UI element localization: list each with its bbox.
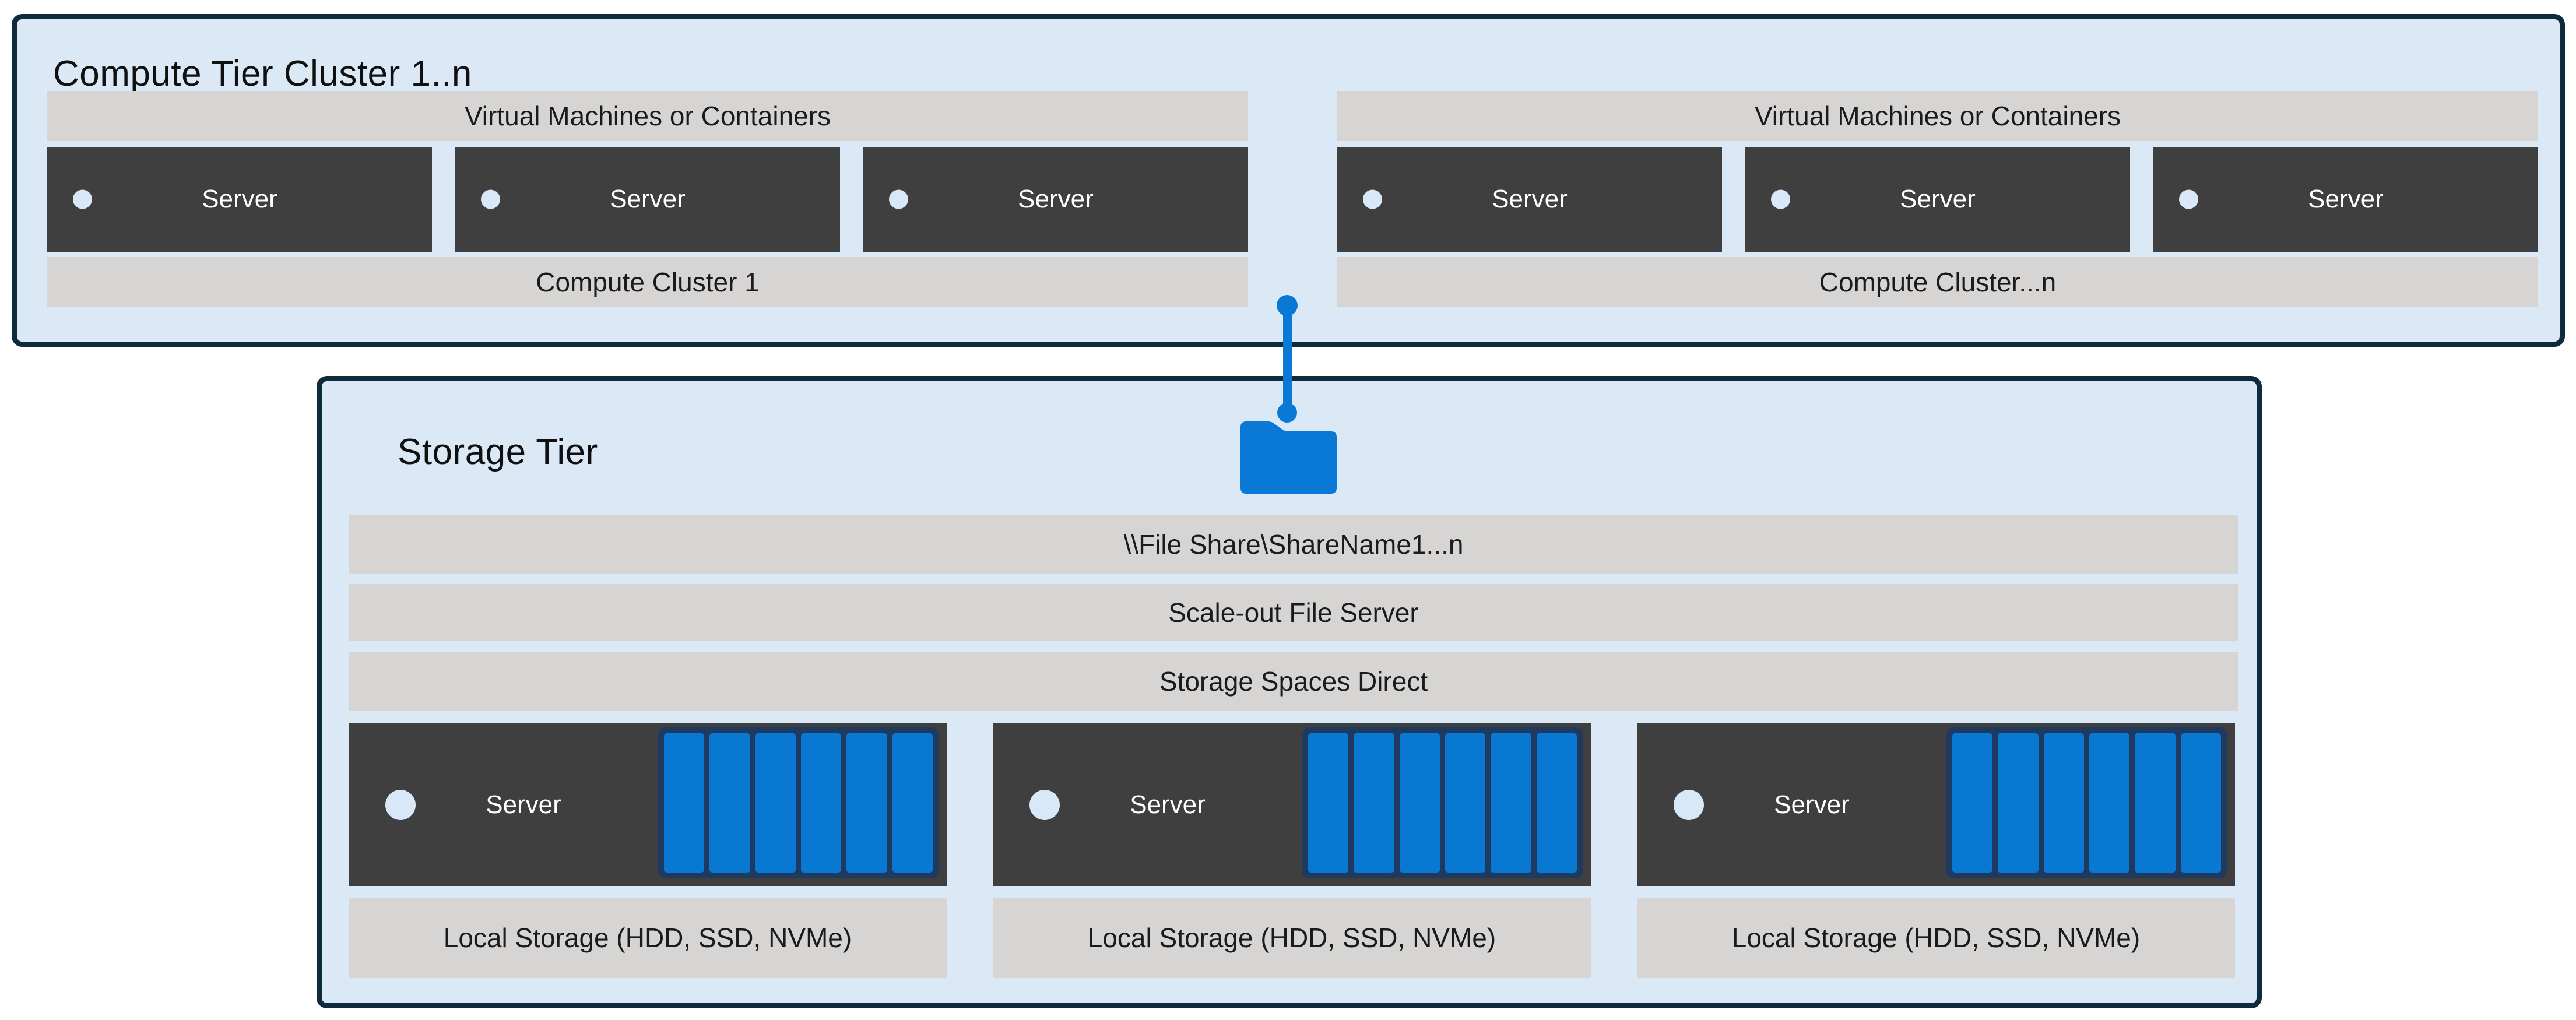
- compute-cluster-n-bar: Compute Cluster...n: [1337, 257, 2538, 307]
- connector-dot-top: [1277, 295, 1298, 316]
- storage-server-box: Server: [1637, 723, 2235, 886]
- server-box: Server: [2153, 147, 2538, 252]
- server-label: Server: [1492, 185, 1568, 213]
- storage-spaces-direct-bar: Storage Spaces Direct: [349, 652, 2238, 711]
- server-box: Server: [863, 147, 1248, 252]
- disk: [2135, 733, 2176, 873]
- disk: [1998, 733, 2039, 873]
- server-dot-icon: [1029, 789, 1060, 820]
- disk: [1354, 733, 1394, 873]
- disk: [755, 733, 796, 873]
- compute-cluster-1: Virtual Machines or Containers Server Se…: [47, 91, 1248, 307]
- server-label: Server: [2308, 185, 2384, 213]
- server-dot-icon: [2179, 189, 2198, 209]
- local-storage-bar: Local Storage (HDD, SSD, NVMe): [993, 898, 1591, 978]
- storage-server-box: Server: [993, 723, 1591, 886]
- disk: [2043, 733, 2084, 873]
- server-row: Server Server Server: [47, 147, 1248, 252]
- disk-array-icon: [658, 727, 939, 878]
- disk: [664, 733, 705, 873]
- local-storage-bar: Local Storage (HDD, SSD, NVMe): [349, 898, 947, 978]
- disk: [709, 733, 750, 873]
- disk-array-icon: [1302, 727, 1583, 878]
- server-dot-icon: [481, 189, 500, 209]
- connector-line: [1283, 305, 1292, 414]
- server-box: Server: [1337, 147, 1722, 252]
- server-dot-icon: [1363, 189, 1382, 209]
- disk: [1399, 733, 1440, 873]
- server-dot-icon: [385, 789, 416, 820]
- local-storage-bar: Local Storage (HDD, SSD, NVMe): [1637, 898, 2235, 978]
- vm-containers-bar: Virtual Machines or Containers: [1337, 91, 2538, 141]
- storage-server-box: Server: [349, 723, 947, 886]
- server-dot-icon: [1771, 189, 1790, 209]
- server-box: Server: [47, 147, 432, 252]
- server-label: Server: [1130, 790, 1206, 819]
- server-label: Server: [610, 185, 686, 213]
- disk: [800, 733, 842, 873]
- server-label: Server: [1018, 185, 1094, 213]
- disk: [1952, 733, 1993, 873]
- server-label: Server: [1774, 790, 1850, 819]
- disk: [2180, 733, 2221, 873]
- server-label: Server: [486, 790, 561, 819]
- disk: [846, 733, 887, 873]
- folder-icon: [1240, 421, 1337, 494]
- server-row: Server Server Server: [1337, 147, 2538, 252]
- server-label: Server: [202, 185, 277, 213]
- server-dot-icon: [73, 189, 92, 209]
- disk: [2089, 733, 2130, 873]
- server-dot-icon: [889, 189, 908, 209]
- disk-array-icon: [1946, 727, 2227, 878]
- server-label: Server: [1900, 185, 1976, 213]
- storage-tier-title: Storage Tier: [398, 432, 598, 472]
- compute-tier-box: Compute Tier Cluster 1..n Virtual Machin…: [12, 14, 2565, 347]
- compute-cluster-n: Virtual Machines or Containers Server Se…: [1337, 91, 2538, 307]
- disk: [1536, 733, 1577, 873]
- connector-dot-bottom: [1277, 403, 1297, 423]
- server-box: Server: [1745, 147, 2130, 252]
- disk: [1308, 733, 1349, 873]
- compute-cluster-1-bar: Compute Cluster 1: [47, 257, 1248, 307]
- disk: [892, 733, 933, 873]
- server-box: Server: [455, 147, 840, 252]
- server-dot-icon: [1674, 789, 1704, 820]
- disk: [1491, 733, 1531, 873]
- scale-out-file-server-bar: Scale-out File Server: [349, 584, 2238, 641]
- storage-tier-box: Storage Tier \\File Share\ShareName1...n…: [317, 376, 2262, 1008]
- compute-tier-title: Compute Tier Cluster 1..n: [53, 54, 472, 94]
- disk: [1445, 733, 1486, 873]
- vm-containers-bar: Virtual Machines or Containers: [47, 91, 1248, 141]
- file-share-bar: \\File Share\ShareName1...n: [349, 515, 2238, 574]
